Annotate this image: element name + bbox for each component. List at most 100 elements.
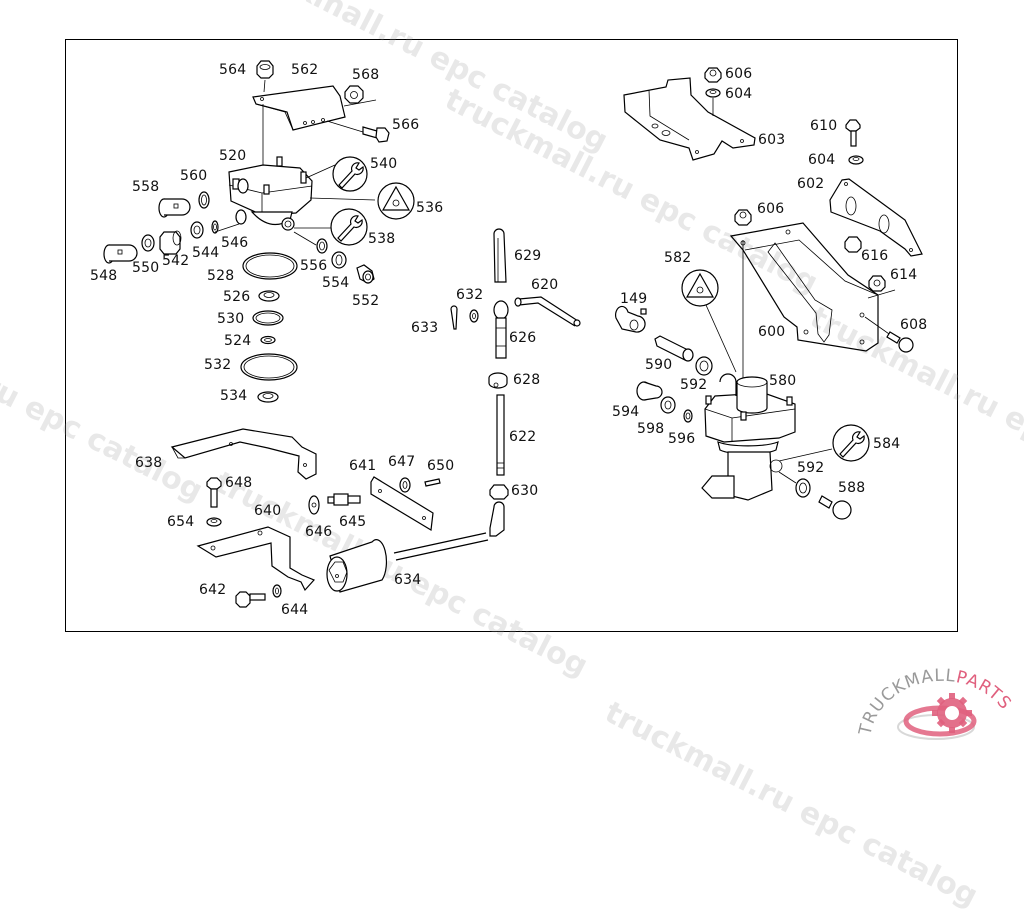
bolt-566 (362, 126, 390, 143)
callout-149[interactable]: 149 (620, 291, 648, 307)
callout-520[interactable]: 520 (219, 148, 247, 164)
washer-554 (331, 251, 347, 269)
callout-590[interactable]: 590 (645, 357, 673, 373)
callout-650[interactable]: 650 (427, 458, 455, 474)
callout-552[interactable]: 552 (352, 293, 380, 309)
pin-650 (424, 478, 441, 487)
callout-588[interactable]: 588 (838, 480, 866, 496)
washer-647 (399, 477, 411, 493)
callout-566[interactable]: 566 (392, 117, 420, 133)
callout-592[interactable]: 592 (797, 460, 825, 476)
callout-540[interactable]: 540 (370, 156, 398, 172)
bracket-600 (729, 222, 879, 352)
clamp-628 (488, 372, 508, 389)
callout-550[interactable]: 550 (132, 260, 160, 276)
callout-542[interactable]: 542 (162, 253, 190, 269)
washer-560 (198, 191, 210, 209)
callout-580[interactable]: 580 (769, 373, 797, 389)
callout-524[interactable]: 524 (224, 333, 252, 349)
callout-640[interactable]: 640 (254, 503, 282, 519)
callout-647[interactable]: 647 (388, 454, 416, 470)
ball-joint-626 (493, 300, 509, 359)
callout-600[interactable]: 600 (758, 324, 786, 340)
callout-558[interactable]: 558 (132, 179, 160, 195)
callout-530[interactable]: 530 (217, 311, 245, 327)
washer-526 (258, 290, 280, 302)
callout-602[interactable]: 602 (797, 176, 825, 192)
callout-534[interactable]: 534 (220, 388, 248, 404)
bracket-640 (196, 526, 316, 592)
bracket-602 (829, 178, 923, 257)
callout-626[interactable]: 626 (509, 330, 537, 346)
callout-598[interactable]: 598 (637, 421, 665, 437)
callout-634[interactable]: 634 (394, 572, 422, 588)
callout-642[interactable]: 642 (199, 582, 227, 598)
callout-584[interactable]: 584 (873, 436, 901, 452)
wrench-symbol-538 (330, 208, 368, 246)
callout-630[interactable]: 630 (511, 483, 539, 499)
callout-560[interactable]: 560 (180, 168, 208, 184)
nut-630 (489, 484, 509, 500)
washer-604b (848, 155, 864, 165)
callout-644[interactable]: 644 (281, 602, 309, 618)
washer-604 (705, 88, 721, 98)
callout-544[interactable]: 544 (192, 245, 220, 261)
bolt-608 (886, 331, 914, 353)
callout-638[interactable]: 638 (135, 455, 163, 471)
connector-590 (654, 335, 694, 362)
callout-641[interactable]: 641 (349, 458, 377, 474)
callout-608[interactable]: 608 (900, 317, 928, 333)
callout-648[interactable]: 648 (225, 475, 253, 491)
callout-604[interactable]: 604 (725, 86, 753, 102)
banjo-bolt-548 (103, 244, 138, 264)
wrench-symbol-584 (832, 424, 870, 462)
callout-592[interactable]: 592 (680, 377, 708, 393)
callout-568[interactable]: 568 (352, 67, 380, 83)
callout-654[interactable]: 654 (167, 514, 195, 530)
callout-629[interactable]: 629 (514, 248, 542, 264)
callout-546[interactable]: 546 (221, 235, 249, 251)
callout-536[interactable]: 536 (416, 200, 444, 216)
callout-528[interactable]: 528 (207, 268, 235, 284)
seal-556 (316, 238, 328, 254)
callout-582[interactable]: 582 (664, 250, 692, 266)
triangle-plate-symbol-536 (377, 182, 415, 220)
callout-548[interactable]: 548 (90, 268, 118, 284)
washer-654 (206, 517, 222, 527)
callout-616[interactable]: 616 (861, 248, 889, 264)
callout-646[interactable]: 646 (305, 524, 333, 540)
callout-603[interactable]: 603 (758, 132, 786, 148)
o-ring-528 (242, 252, 298, 280)
triangle-plate-symbol-582 (681, 269, 719, 307)
clevis-629 (493, 228, 507, 283)
callout-596[interactable]: 596 (668, 431, 696, 447)
callout-628[interactable]: 628 (513, 372, 541, 388)
callout-633[interactable]: 633 (411, 320, 439, 336)
fitting-149 (615, 305, 647, 333)
callout-532[interactable]: 532 (204, 357, 232, 373)
seal-546 (211, 220, 219, 234)
callout-620[interactable]: 620 (531, 277, 559, 293)
wrench-symbol-540 (332, 156, 368, 192)
callout-604[interactable]: 604 (808, 152, 836, 168)
callout-556[interactable]: 556 (300, 258, 328, 274)
callout-622[interactable]: 622 (509, 429, 537, 445)
callout-554[interactable]: 554 (322, 275, 350, 291)
callout-562[interactable]: 562 (291, 62, 319, 78)
callout-610[interactable]: 610 (810, 118, 838, 134)
callout-564[interactable]: 564 (219, 62, 247, 78)
callout-632[interactable]: 632 (456, 287, 484, 303)
callout-645[interactable]: 645 (339, 514, 367, 530)
washer-598 (660, 396, 676, 414)
bracket-638 (170, 428, 317, 480)
callout-614[interactable]: 614 (890, 267, 918, 283)
callout-606[interactable]: 606 (757, 201, 785, 217)
callout-606[interactable]: 606 (725, 66, 753, 82)
callout-526[interactable]: 526 (223, 289, 251, 305)
o-ring-532 (240, 353, 298, 381)
washer-592b (795, 478, 811, 498)
callout-594[interactable]: 594 (612, 404, 640, 420)
bolt-610 (845, 119, 861, 147)
callout-538[interactable]: 538 (368, 231, 396, 247)
bolt-588 (818, 495, 852, 520)
